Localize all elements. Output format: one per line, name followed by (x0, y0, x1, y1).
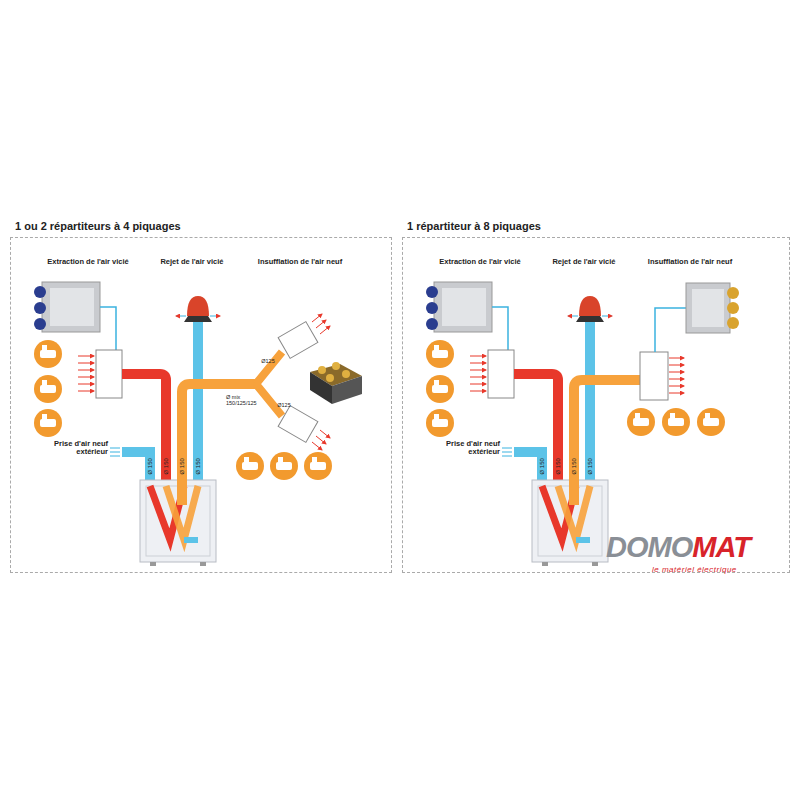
watermark: DOMO (606, 532, 692, 564)
column-heading: Insufflation de l'air neuf (258, 258, 342, 266)
duct-diameter: Ø 150 (195, 458, 202, 474)
duct-diameter: Ø 150 (555, 458, 562, 474)
column-heading: Insufflation de l'air neuf (648, 258, 732, 266)
duct-diameter: Ø125 (261, 358, 274, 364)
watermark-tagline: le matériel électrique (652, 566, 737, 575)
duct-diameter: Ø 150 (539, 458, 546, 474)
intake-label: Prise d'air neuf extérieur (440, 440, 500, 457)
duct-diameter: Ø 150 (147, 458, 154, 474)
duct-diameter: Ø 150 (587, 458, 594, 474)
panel-box: 1 ou 2 répartiteurs à 4 piquages (10, 237, 392, 573)
duct-diameter: Ø 150 (571, 458, 578, 474)
column-heading: Extraction de l'air vicié (439, 258, 520, 266)
duct-diameter: Ø mix 150/125/125 (226, 394, 260, 406)
column-heading: Rejet de l'air vicié (552, 258, 615, 266)
duct-diameter: Ø125 (277, 402, 290, 408)
column-heading: Rejet de l'air vicié (160, 258, 223, 266)
column-heading: Extraction de l'air vicié (47, 258, 128, 266)
panel-title: 1 répartiteur à 8 piquages (407, 220, 541, 232)
panel-title: 1 ou 2 répartiteurs à 4 piquages (15, 220, 181, 232)
watermark: MAT (692, 532, 750, 564)
intake-label: Prise d'air neuf extérieur (48, 440, 108, 457)
duct-diameter: Ø 150 (179, 458, 186, 474)
panel-box: 1 répartiteur à 8 piquages (402, 237, 790, 573)
duct-diameter: Ø 150 (163, 458, 170, 474)
